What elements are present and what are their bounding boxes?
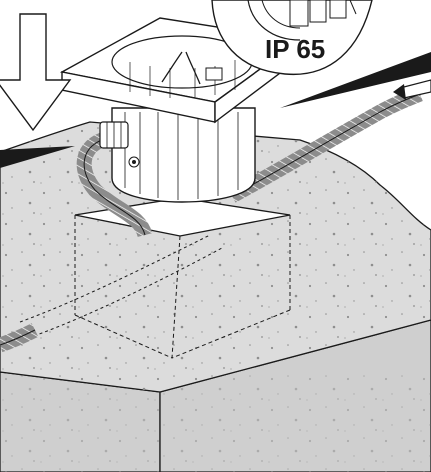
- down-arrow-icon: [0, 13, 72, 132]
- insert-arrow-icon: [393, 79, 431, 100]
- ip-rating-label: IP 65: [265, 34, 325, 64]
- concrete-top-texture: [0, 122, 431, 392]
- concrete-side-texture: [0, 372, 431, 472]
- hidden-foundation-outline: [74, 215, 291, 359]
- buried-conduit: [19, 234, 223, 337]
- pointer-right: [280, 52, 431, 108]
- junction-housing: [59, 17, 302, 203]
- magnified-callout: IP 65: [211, 0, 373, 76]
- cable-gland: [99, 121, 129, 149]
- housing-cylinder: [111, 107, 256, 203]
- pointer-left: [0, 146, 75, 168]
